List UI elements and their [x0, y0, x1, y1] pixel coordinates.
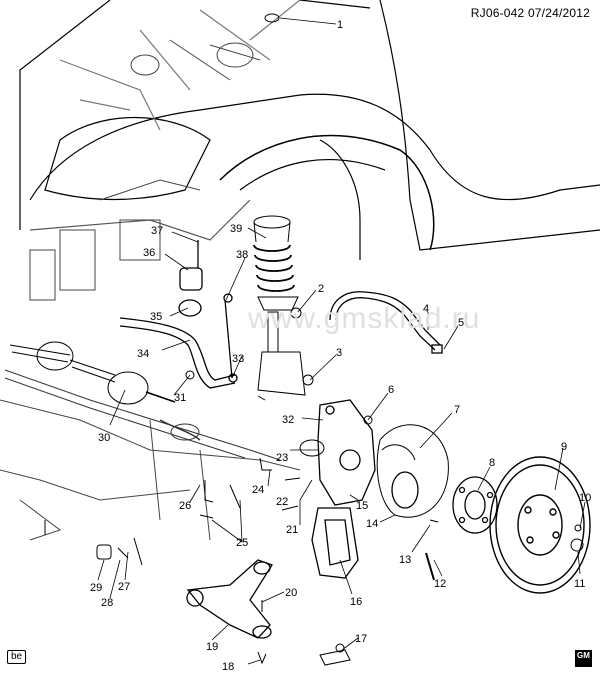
steering-knuckle — [317, 399, 376, 506]
callout-24: 24 — [252, 484, 264, 496]
callout-26: 26 — [179, 500, 191, 512]
callout-27: 27 — [118, 581, 130, 593]
callout-13: 13 — [399, 554, 411, 566]
callout-3: 3 — [336, 347, 342, 359]
callout-4: 4 — [423, 303, 429, 315]
vehicle-body-outline — [19, 0, 600, 251]
callout-2: 2 — [318, 283, 324, 295]
callout-31: 31 — [174, 392, 186, 404]
callout-37: 37 — [151, 225, 163, 237]
lower-control-arm — [186, 559, 273, 639]
callout-18: 18 — [222, 661, 234, 673]
strut-spring-assembly — [253, 13, 306, 396]
brake-rotor — [489, 456, 591, 594]
callout-19: 19 — [206, 641, 218, 653]
callout-39: 39 — [230, 223, 242, 235]
wheel-speed-sensor-harness — [329, 291, 443, 354]
callout-12: 12 — [434, 578, 446, 590]
gm-logo: GM — [575, 650, 592, 667]
callout-14: 14 — [366, 518, 378, 530]
callout-labels: 1 2 3 4 5 6 7 8 9 10 11 12 13 14 15 16 1… — [90, 19, 591, 673]
callout-35: 35 — [150, 311, 162, 323]
callout-33: 33 — [232, 353, 244, 365]
callout-30: 30 — [98, 432, 110, 444]
gm-logo-text: GM — [577, 651, 590, 660]
small-hardware — [44, 307, 584, 665]
callout-11: 11 — [574, 578, 585, 590]
callout-28: 28 — [101, 597, 113, 609]
steering-gear — [4, 369, 281, 461]
callout-32: 32 — [282, 414, 294, 426]
callout-leader-lines — [97, 17, 586, 665]
callout-9: 9 — [561, 441, 567, 453]
drive-axle — [9, 341, 176, 405]
diagram-code: RJ06-042 — [470, 6, 525, 20]
callout-17: 17 — [355, 633, 367, 645]
callout-29: 29 — [90, 582, 102, 594]
callout-7: 7 — [454, 404, 460, 416]
diagram-header: RJ06-042 07/24/2012 — [471, 6, 590, 20]
callout-6: 6 — [388, 384, 394, 396]
callout-16: 16 — [350, 596, 362, 608]
callout-1: 1 — [337, 19, 343, 31]
wheel-hub-bearing — [391, 471, 498, 534]
callout-10: 10 — [579, 492, 591, 504]
engine-bay-components — [29, 39, 361, 301]
stabilizer-bar — [119, 240, 238, 389]
brake-dust-shield — [376, 424, 449, 518]
brake-caliper — [311, 507, 359, 579]
callout-8: 8 — [489, 457, 495, 469]
callout-22: 22 — [276, 496, 288, 508]
front-subframe — [0, 399, 301, 541]
brand-badge: be — [7, 650, 27, 664]
watermark-text: www.gmsklad.ru — [248, 302, 481, 335]
callout-23: 23 — [276, 452, 288, 464]
callout-36: 36 — [143, 247, 155, 259]
callout-15: 15 — [356, 500, 368, 512]
callout-5: 5 — [458, 317, 464, 329]
callout-21: 21 — [286, 524, 298, 536]
diagram-date: 07/24/2012 — [527, 6, 590, 20]
callout-34: 34 — [137, 348, 149, 360]
callout-20: 20 — [285, 587, 297, 599]
callout-38: 38 — [236, 249, 248, 261]
callout-25: 25 — [236, 537, 248, 549]
